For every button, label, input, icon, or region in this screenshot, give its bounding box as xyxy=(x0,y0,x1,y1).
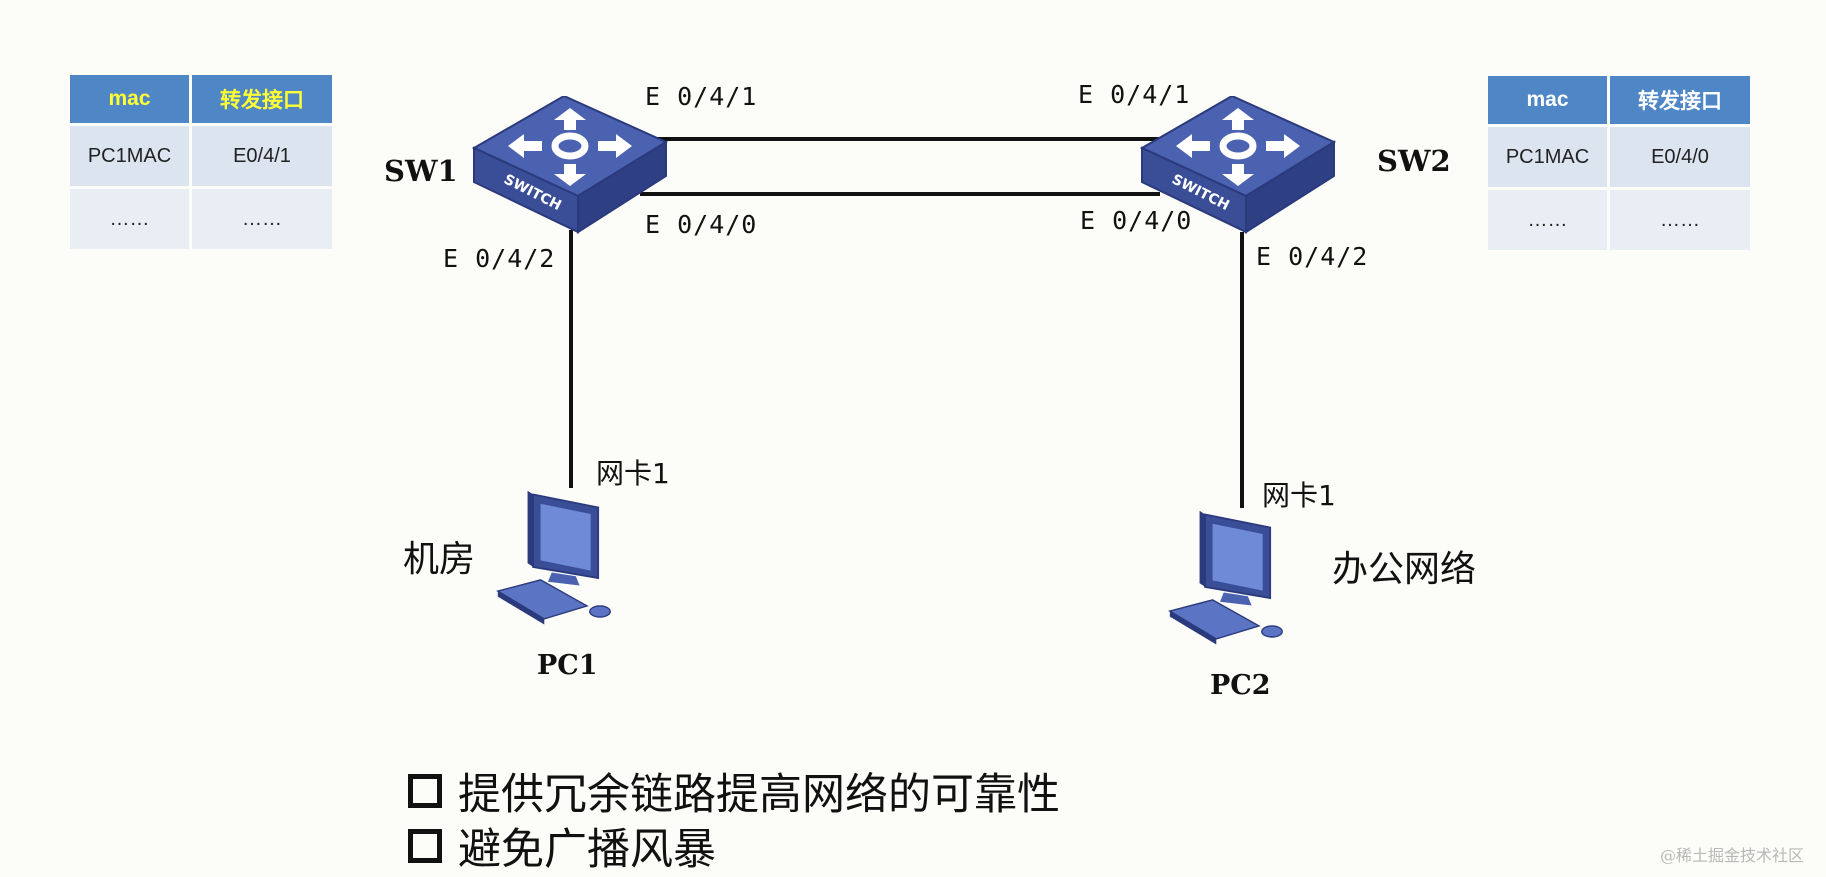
computer-icon xyxy=(496,489,612,626)
left-table-cell: E0/4/1 xyxy=(192,126,332,186)
switch-icon xyxy=(474,96,666,232)
checkbox-icon xyxy=(408,829,442,863)
sw1-port-top: E 0/4/1 xyxy=(645,82,758,111)
left-table-header-port: 转发接口 xyxy=(192,75,332,123)
sw1-port-down: E 0/4/2 xyxy=(443,244,556,273)
bullet-text: 提供冗余链路提高网络的可靠性 xyxy=(458,770,1060,820)
left-table-cell: …… xyxy=(70,189,189,249)
computer-icon xyxy=(1168,509,1284,646)
sw2-port-down: E 0/4/2 xyxy=(1256,242,1369,271)
left-table-cell: PC1MAC xyxy=(70,126,189,186)
watermark: @稀土掘金技术社区 xyxy=(1660,846,1805,865)
right-table-cell: …… xyxy=(1610,190,1750,250)
left-mac-table: mac 转发接口 PC1MAC E0/4/1 …… …… xyxy=(67,72,335,252)
checkbox-icon xyxy=(408,774,442,808)
sw2-label: SW2 xyxy=(1377,144,1451,178)
sw1-label: SW1 xyxy=(384,154,458,188)
right-table-cell: …… xyxy=(1488,190,1607,250)
right-table-header-mac: mac xyxy=(1488,76,1607,124)
bullet-item: 避免广播风暴 xyxy=(408,815,716,877)
sw1-port-bottom: E 0/4/0 xyxy=(645,210,758,239)
bullet-text: 避免广播风暴 xyxy=(458,825,716,875)
right-table-cell: PC1MAC xyxy=(1488,127,1607,187)
pc2-label: PC2 xyxy=(1210,670,1271,701)
bullet-item: 提供冗余链路提高网络的可靠性 xyxy=(408,760,1060,822)
sw2-port-top: E 0/4/1 xyxy=(1078,80,1191,109)
right-table-cell: E0/4/0 xyxy=(1610,127,1750,187)
right-table-header-port: 转发接口 xyxy=(1610,76,1750,124)
sw2-port-bottom: E 0/4/0 xyxy=(1080,206,1193,235)
pc2-location-label: 办公网络 xyxy=(1332,549,1477,590)
pc1-label: PC1 xyxy=(537,650,598,681)
left-table-header-mac: mac xyxy=(70,75,189,123)
left-table-cell: …… xyxy=(192,189,332,249)
pc1-nic-label: 网卡1 xyxy=(596,457,670,490)
pc2-nic-label: 网卡1 xyxy=(1262,479,1336,512)
right-mac-table: mac 转发接口 PC1MAC E0/4/0 …… …… xyxy=(1485,73,1753,253)
pc1-location-label: 机房 xyxy=(403,539,476,580)
